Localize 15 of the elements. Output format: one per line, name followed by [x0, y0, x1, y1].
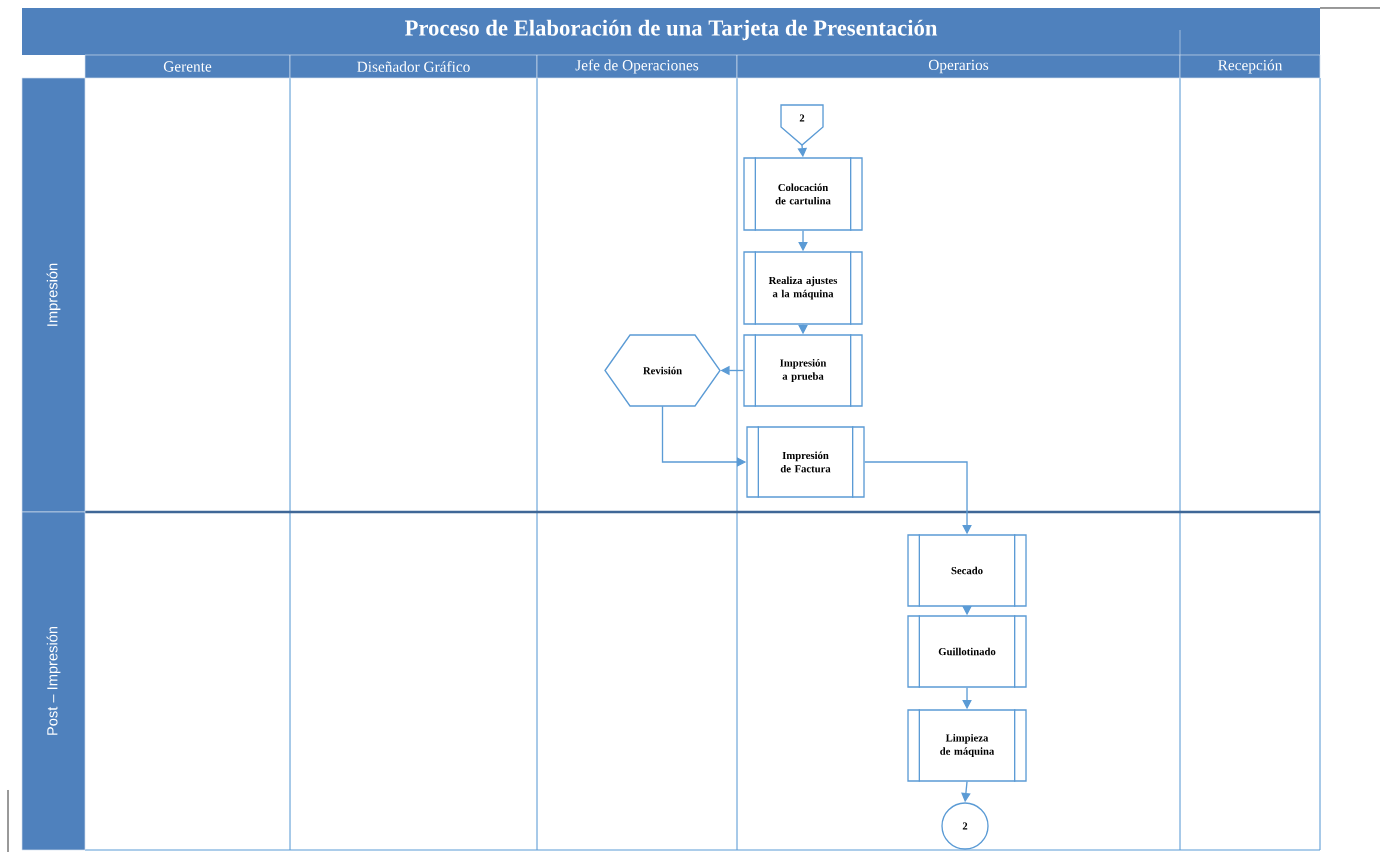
off-page-connector: 2: [780, 104, 824, 146]
process-box: Impresión a prueba: [743, 333, 863, 408]
process-box: Secado: [907, 533, 1027, 608]
process-box: Guillotinado: [907, 614, 1027, 689]
phase-header: Impresión: [21, 77, 86, 513]
process-box: Realiza ajustes a la máquina: [743, 250, 863, 326]
lane-header: Gerente: [84, 54, 291, 79]
process-box: Limpieza de máquina: [907, 708, 1027, 783]
preparation-hexagon: Revisión: [604, 334, 721, 407]
process-box: Impresión de Factura: [746, 425, 865, 499]
phase-header: Post – Impresión: [21, 511, 86, 851]
process-box: Colocación de cartulina: [743, 156, 863, 232]
lane-header: Recepción: [1179, 54, 1321, 79]
lane-header: Jefe de Operaciones: [536, 54, 738, 79]
lane-header: Diseñador Gráfico: [289, 54, 538, 79]
